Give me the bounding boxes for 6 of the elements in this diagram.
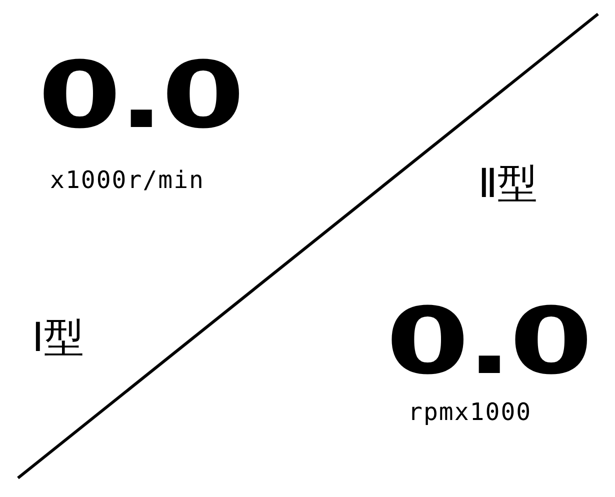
display-reading: 0.0 [386,296,590,388]
unit-label: x1000r/min [50,168,204,192]
unit-label: rpmx1000 [408,400,532,424]
display-reading: 0.0 [38,50,242,142]
type-label: Ⅱ型 [478,164,538,204]
type-label: Ⅰ型 [32,318,84,358]
